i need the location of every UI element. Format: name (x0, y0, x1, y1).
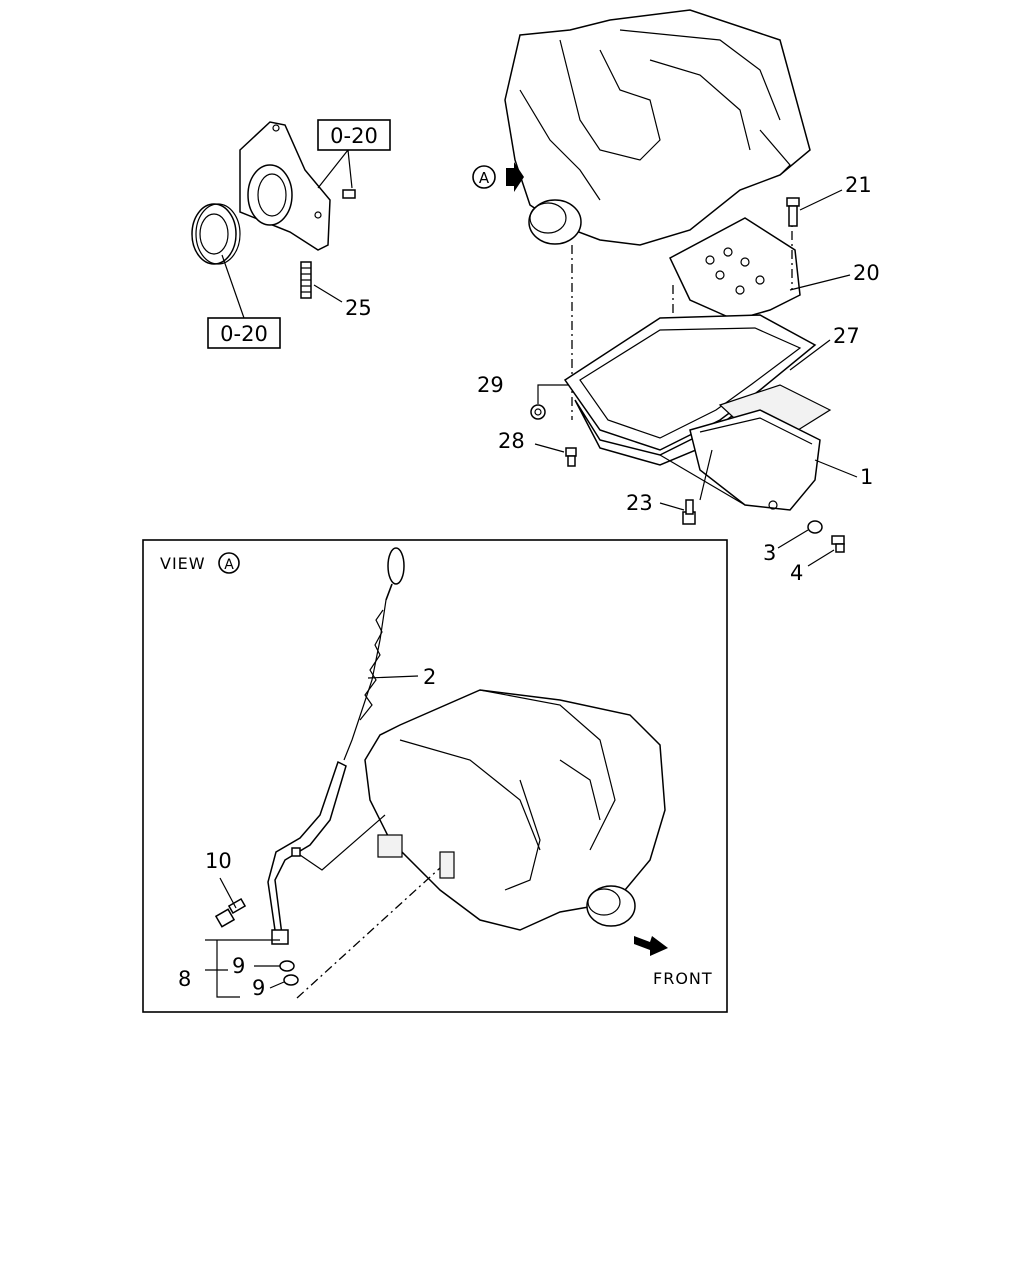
callout-20: 20 (853, 261, 880, 285)
nut-29 (530, 404, 546, 420)
callout-10: 10 (205, 849, 232, 873)
view-a-inset: VIEW A 2 10 9 9 (142, 539, 728, 1013)
ref-bottom-label: 0-20 (220, 322, 268, 346)
rear-cover-assembly (191, 121, 356, 299)
callout-2: 2 (423, 665, 436, 689)
callout-8: 8 (178, 967, 191, 991)
callout-23: 23 (626, 491, 653, 515)
callout-3: 3 (763, 541, 776, 565)
callout-29: 29 (477, 373, 504, 397)
callout-4: 4 (790, 561, 803, 585)
washer-3 (807, 520, 823, 534)
callout-21: 21 (845, 173, 872, 197)
drain-plug-4 (831, 535, 845, 553)
callout-28: 28 (498, 429, 525, 453)
bolt-10 (214, 898, 247, 928)
front-arrow: FRONT (634, 936, 713, 988)
inset-view-letter: A (224, 557, 234, 573)
engine-block-top (504, 9, 811, 420)
ref-box-bottom: 0-20 (207, 254, 281, 349)
engine-block-view-a (364, 689, 666, 931)
bolt-23 (682, 499, 696, 525)
callout-25: 25 (345, 296, 372, 320)
o-ring-9a (279, 960, 295, 972)
oil-pan-upper (563, 314, 817, 466)
o-ring-9b (283, 974, 299, 986)
bolt-21 (786, 197, 800, 227)
dipstick-2 (343, 547, 405, 761)
dipstick-guide-tube (267, 760, 347, 945)
view-a-letter: A (479, 169, 490, 187)
callout-1: 1 (860, 465, 873, 489)
callout-9b: 9 (252, 976, 265, 1000)
oil-pan-lower (659, 409, 821, 511)
ref-box-top: 0-20 (317, 119, 391, 189)
front-label: FRONT (653, 969, 713, 988)
callout-9a: 9 (232, 954, 245, 978)
view-a-marker: A (472, 162, 524, 192)
inset-view-label: VIEW (160, 554, 206, 573)
callout-27: 27 (833, 324, 860, 348)
bolt-28 (565, 447, 577, 467)
ref-top-label: 0-20 (330, 124, 378, 148)
